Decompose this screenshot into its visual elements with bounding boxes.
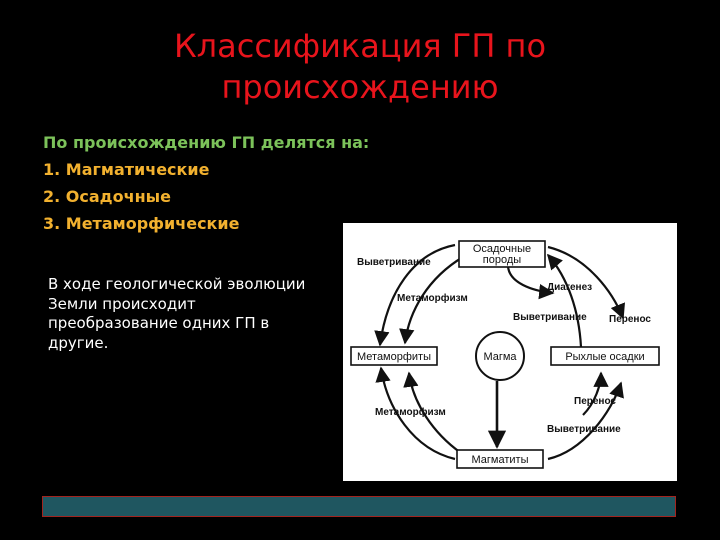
node-loose-sediments: Рыхлые осадки [565,351,644,363]
node-magmatites-box [456,449,544,469]
list-item-magmatic: 1. Магматические [43,160,210,179]
node-metamorphites: Метаморфиты [357,351,431,363]
node-loose-sediments-box [550,346,660,366]
arrow-metamorphism-bottom [403,371,462,454]
arrow-weathering-mid [506,264,555,300]
classification-intro: По происхождению ГП делятся на: [43,133,370,152]
node-sedimentary-line1: Осадочные [473,243,531,255]
arc-top-right [547,245,625,320]
label-diagenesis: Диагенез [547,282,592,293]
node-magma: Магма [483,351,517,363]
label-weathering-top: Выветривание [357,257,431,268]
label-weathering-mid: Выветривание [513,312,587,323]
slide-title: Классификация ГП по происхождению [0,26,720,108]
label-transport-bottom: Перенос [574,396,616,407]
classification-list: По происхождению ГП делятся на: 1. Магма… [43,132,369,240]
title-line-2: происхождению [221,68,499,106]
label-weathering-bottom: Выветривание [547,424,621,435]
title-line-1: Классификация ГП по [173,27,547,65]
node-sedimentary-line2: породы [483,254,521,266]
arc-top-left [374,243,456,347]
label-transport-top: Перенос [609,314,651,325]
node-sedimentary-box [458,240,546,268]
node-magma-circle [475,331,525,381]
bottom-bar [42,496,676,517]
label-metamorphism-top: Метаморфизм [397,292,468,304]
arc-bottom-left [375,366,456,461]
label-metamorphism-bottom: Метаморфизм [375,406,446,418]
arrow-transport-bottom [582,371,609,416]
evolution-note: В ходе геологической эволюции Земли прои… [48,275,306,352]
rock-cycle-diagram: Осадочные породы Метаморфиты Рыхлые осад… [343,223,677,481]
arrow-metamorphism-top [399,256,464,345]
list-item-sedimentary: 2. Осадочные [43,187,171,206]
node-magmatites: Магматиты [472,454,529,466]
arc-bottom-right [547,381,624,461]
list-item-metamorphic: 3. Метаморфические [43,214,240,233]
arrow-diagenesis [546,253,583,348]
node-metamorphites-box [350,346,438,366]
